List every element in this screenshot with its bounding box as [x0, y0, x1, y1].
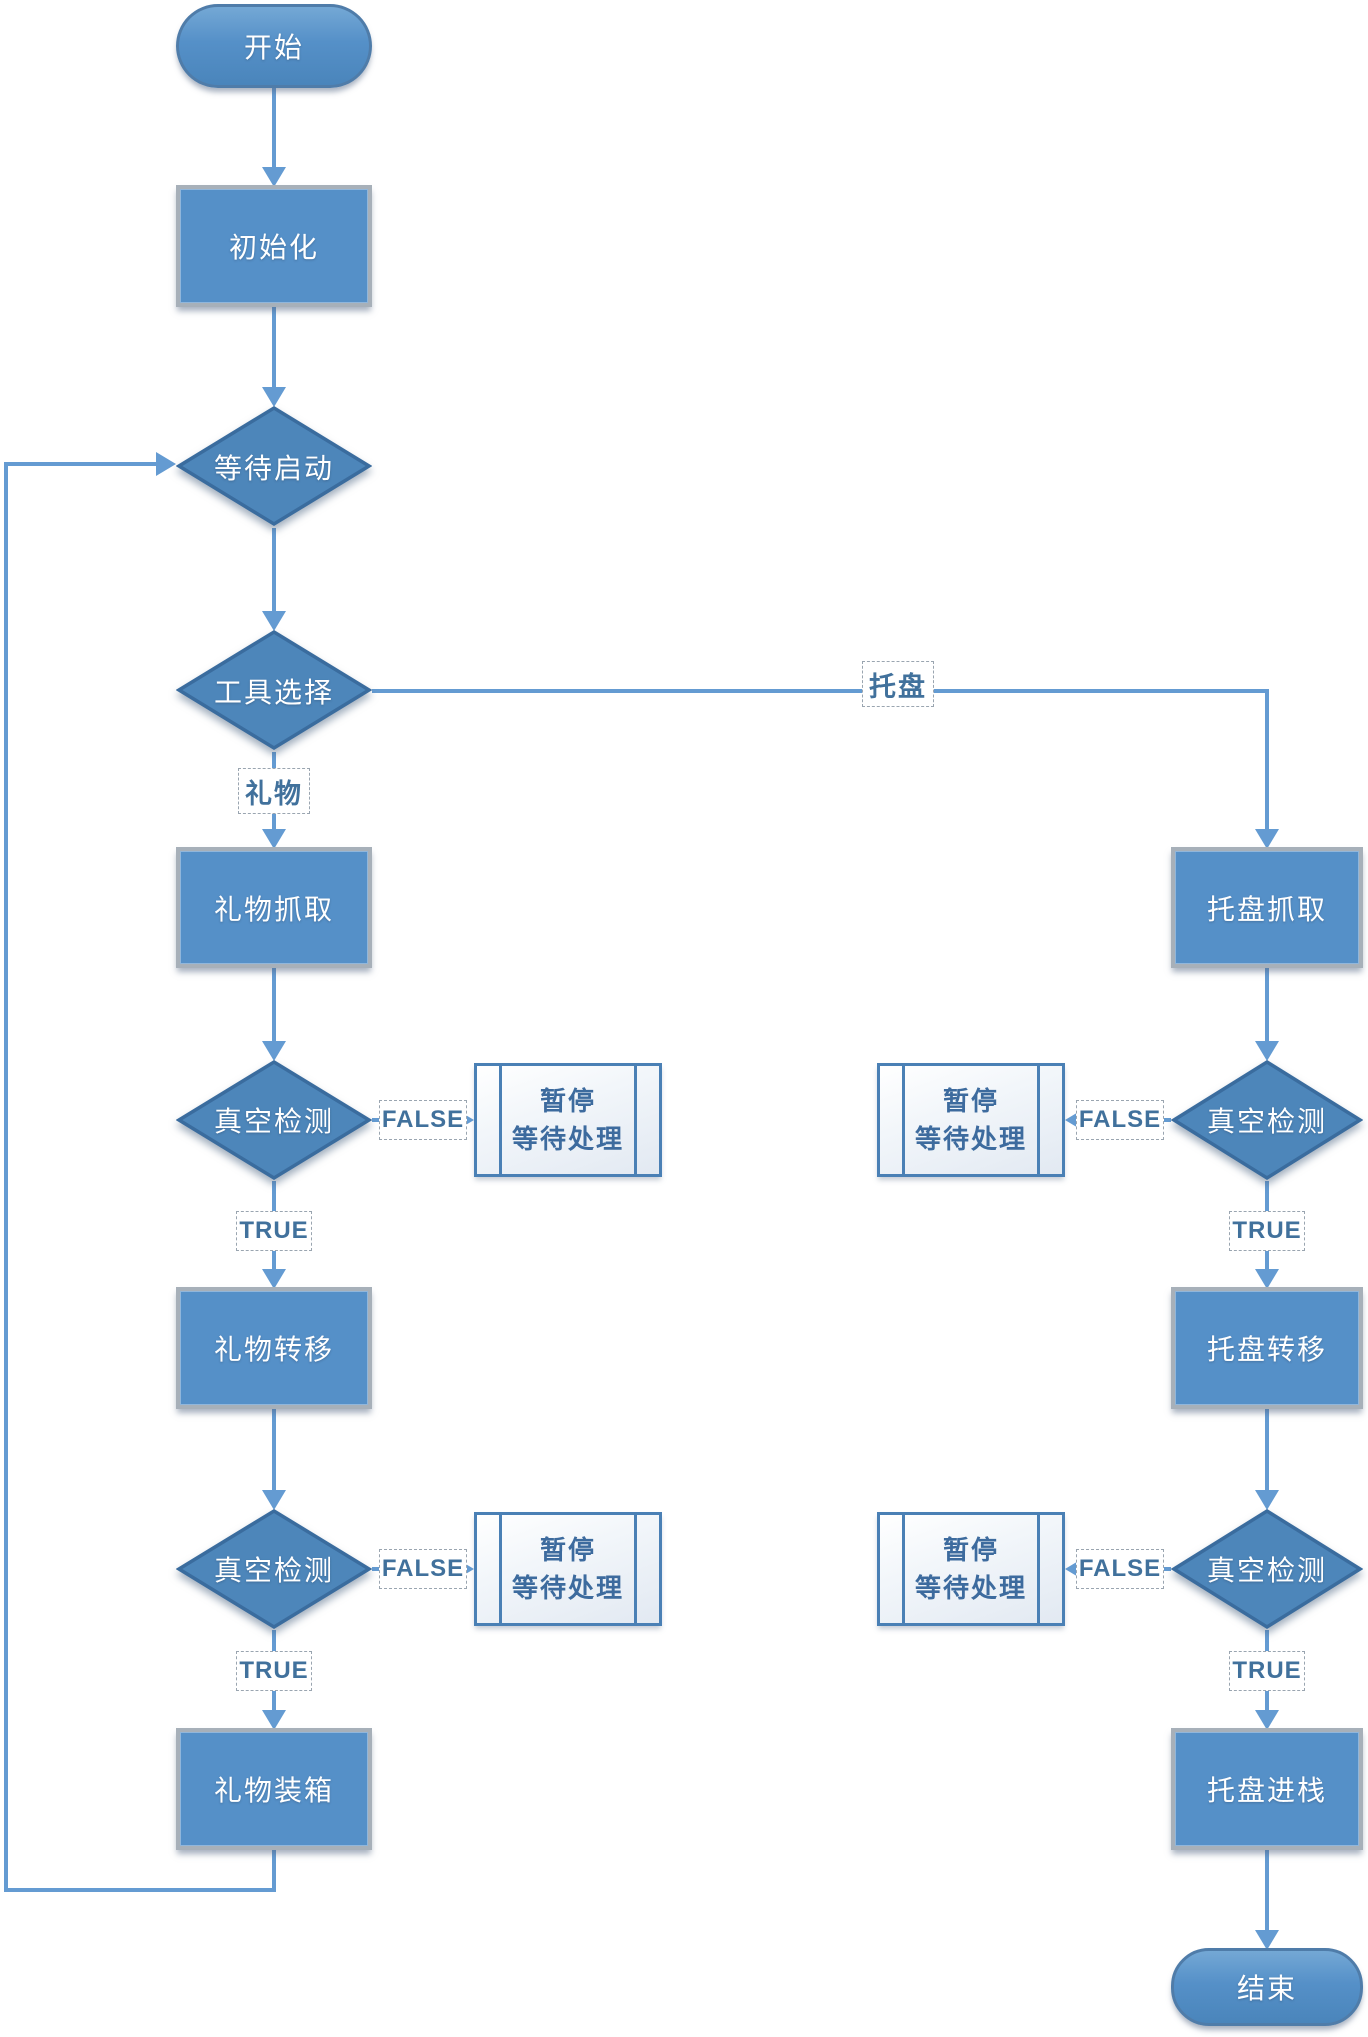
gift-grab-node: 礼物抓取	[176, 847, 372, 968]
tray-vacuum-check-1-label: 真空检测	[1206, 1106, 1327, 1137]
tool-select-decision: 工具选择	[176, 629, 372, 752]
tray-false-label-1: FALSE	[1076, 1100, 1164, 1140]
tray-transfer-label: 托盘转移	[1206, 1334, 1327, 1365]
tray-stack-node: 托盘进栈	[1171, 1728, 1363, 1850]
diamond-shape	[1171, 1059, 1363, 1181]
gift-pack-label: 礼物装箱	[213, 1775, 334, 1806]
end-node: 结束	[1171, 1948, 1363, 2026]
pause-line2: 等待处理	[511, 1124, 624, 1154]
gift-vacuum-check-1-label: 真空检测	[213, 1106, 334, 1137]
predefined-process-bar	[902, 1515, 905, 1623]
diamond-shape	[176, 405, 372, 527]
predefined-process-bar	[1037, 1515, 1040, 1623]
predefined-process-bar	[634, 1066, 637, 1174]
wait-start-decision: 等待启动	[176, 405, 372, 528]
end-node-label: 结束	[1236, 1973, 1297, 2004]
gift-branch-label: 礼物	[238, 768, 310, 814]
diamond-shape	[176, 629, 372, 751]
predefined-process-bar	[499, 1066, 502, 1174]
tray-pause-box-1: 暂停 等待处理	[877, 1063, 1065, 1177]
tray-transfer-node: 托盘转移	[1171, 1287, 1363, 1409]
predefined-process-bar	[634, 1515, 637, 1623]
gift-true-label-2: TRUE	[236, 1651, 312, 1691]
gift-grab-label: 礼物抓取	[213, 893, 334, 925]
tray-false-label-2: FALSE	[1076, 1549, 1164, 1589]
init-process-label: 初始化	[228, 232, 319, 263]
gift-false-label-1: FALSE	[379, 1100, 467, 1140]
tool-select-label: 工具选择	[213, 676, 334, 708]
gift-transfer-node: 礼物转移	[176, 1287, 372, 1409]
gift-vacuum-check-1: 真空检测	[176, 1059, 372, 1181]
pause-line1: 暂停	[539, 1535, 596, 1565]
pause-line2: 等待处理	[511, 1573, 624, 1603]
tray-pause-box-2-text: 暂停 等待处理	[915, 1531, 1027, 1607]
pause-line1: 暂停	[942, 1086, 999, 1116]
gift-pause-box-1: 暂停 等待处理	[474, 1063, 662, 1177]
start-node-label: 开始	[243, 32, 304, 63]
tray-branch-label: 托盘	[862, 661, 934, 707]
tray-vacuum-check-2: 真空检测	[1171, 1508, 1363, 1630]
tray-vacuum-check-1: 真空检测	[1171, 1059, 1363, 1181]
tray-grab-label: 托盘抓取	[1206, 893, 1327, 925]
pause-line2: 等待处理	[914, 1573, 1027, 1603]
tray-vacuum-check-2-label: 真空检测	[1206, 1555, 1327, 1586]
diamond-shape	[176, 1508, 372, 1630]
gift-vacuum-check-2-label: 真空检测	[213, 1555, 334, 1586]
gift-false-label-2: FALSE	[379, 1549, 467, 1589]
tray-pause-box-2: 暂停 等待处理	[877, 1512, 1065, 1626]
gift-pack-node: 礼物装箱	[176, 1728, 372, 1850]
gift-true-label-1: TRUE	[236, 1211, 312, 1251]
tray-pause-box-1-text: 暂停 等待处理	[915, 1082, 1027, 1158]
wait-start-label: 等待启动	[213, 452, 334, 484]
pause-line1: 暂停	[539, 1086, 596, 1116]
gift-pause-box-1-text: 暂停 等待处理	[512, 1082, 624, 1158]
init-process-node: 初始化	[176, 185, 372, 307]
predefined-process-bar	[499, 1515, 502, 1623]
gift-pause-box-2: 暂停 等待处理	[474, 1512, 662, 1626]
tray-grab-node: 托盘抓取	[1171, 847, 1363, 968]
tray-stack-label: 托盘进栈	[1206, 1775, 1327, 1806]
gift-pause-box-2-text: 暂停 等待处理	[512, 1531, 624, 1607]
gift-transfer-label: 礼物转移	[213, 1334, 334, 1365]
gift-vacuum-check-2: 真空检测	[176, 1508, 372, 1630]
predefined-process-bar	[902, 1066, 905, 1174]
predefined-process-bar	[1037, 1066, 1040, 1174]
diamond-shape	[176, 1059, 372, 1181]
start-node: 开始	[176, 4, 372, 88]
tray-true-label-2: TRUE	[1229, 1651, 1305, 1691]
pause-line2: 等待处理	[914, 1124, 1027, 1154]
pause-line1: 暂停	[942, 1535, 999, 1565]
diamond-shape	[1171, 1508, 1363, 1630]
tray-true-label-1: TRUE	[1229, 1211, 1305, 1251]
